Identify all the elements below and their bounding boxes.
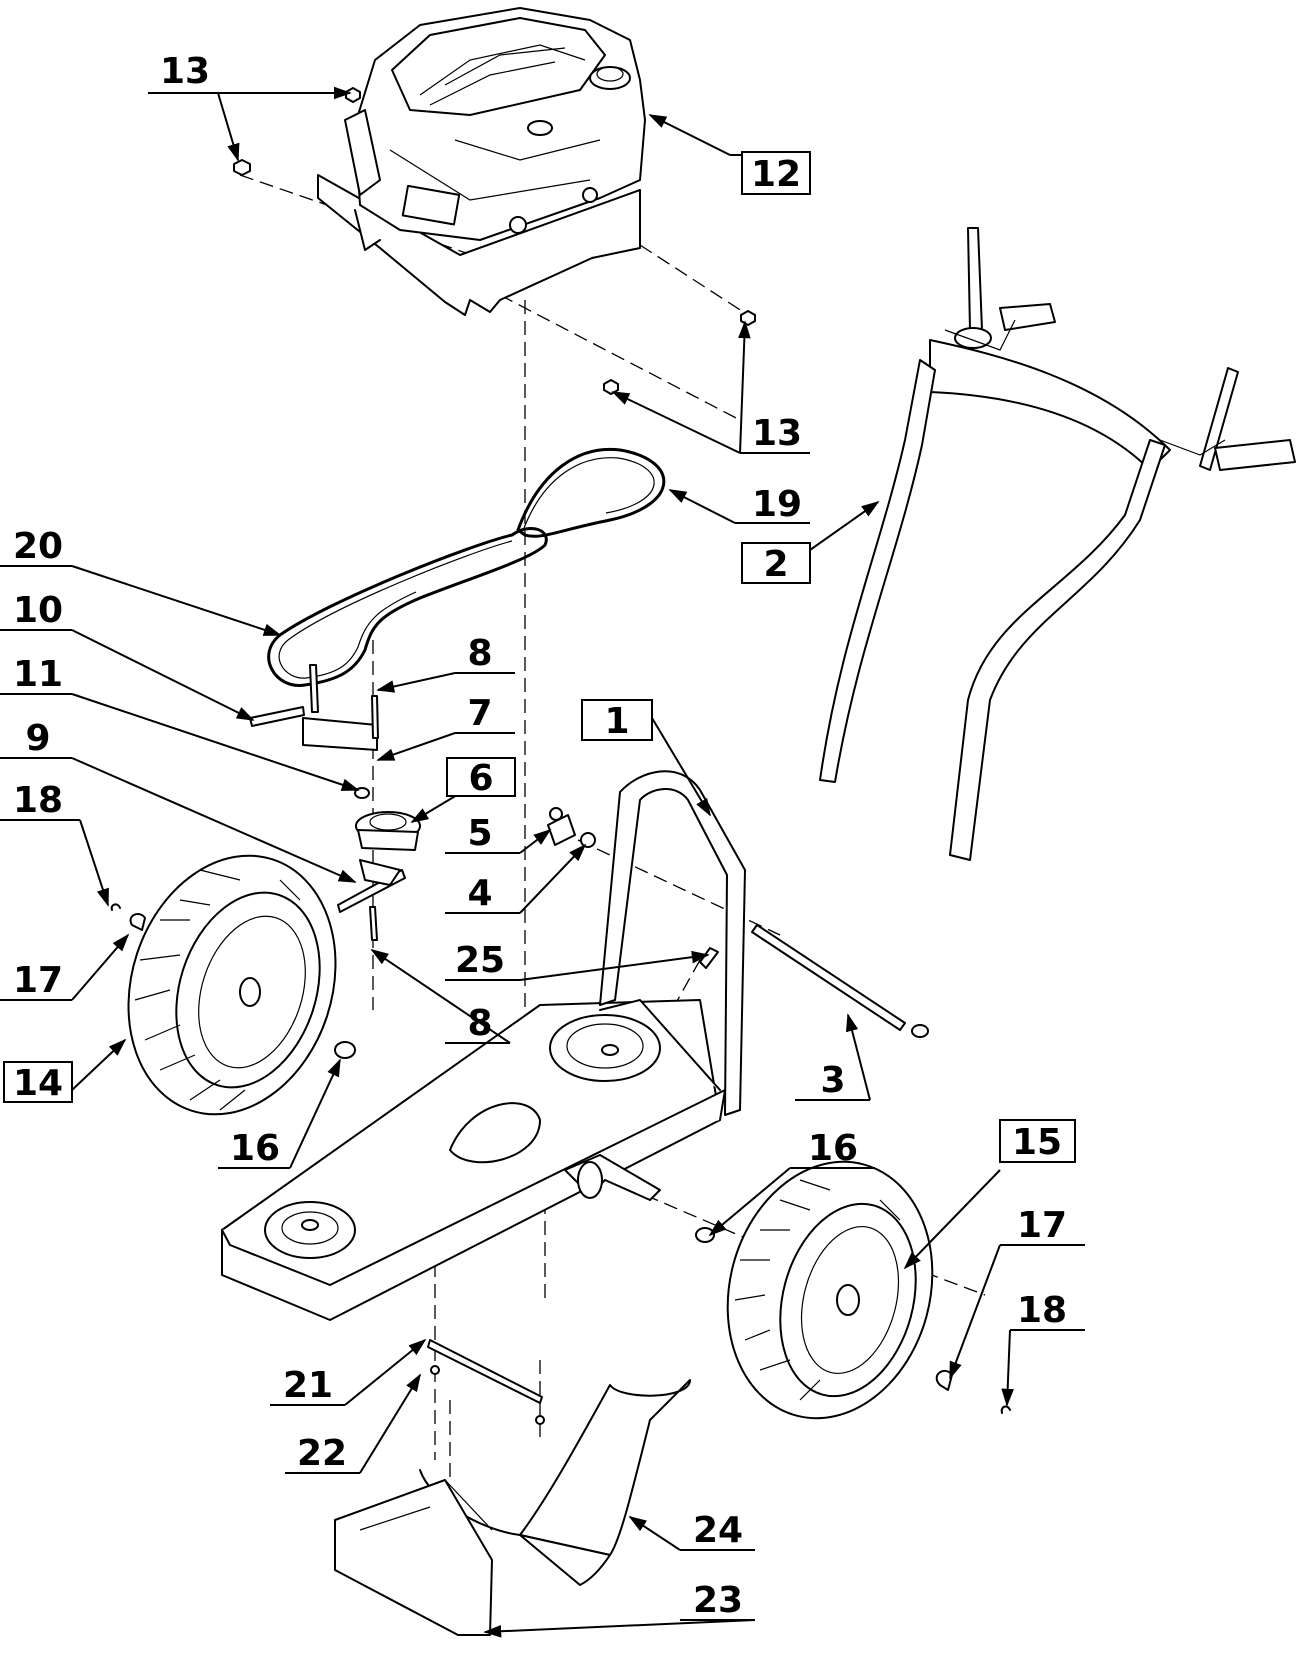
label-21: 21 — [270, 1365, 345, 1406]
label-24: 24 — [680, 1510, 755, 1551]
label-9: 9 — [0, 718, 72, 759]
drive-belts — [267, 447, 666, 687]
label-23: 23 — [680, 1580, 755, 1621]
part-labels: 13 12 13 19 2 20 10 8 — [0, 51, 1085, 1621]
wheel-left-14 — [127, 854, 356, 1116]
label-text: 1 — [604, 701, 629, 742]
label-text: 9 — [25, 718, 50, 759]
label-text: 24 — [693, 1510, 743, 1551]
label-text: 15 — [1012, 1122, 1062, 1163]
label-text: 7 — [467, 693, 492, 734]
label-13-right: 13 — [740, 413, 810, 454]
label-22: 22 — [285, 1433, 360, 1474]
label-18-right: 18 — [1010, 1290, 1085, 1331]
label-text: 10 — [13, 590, 63, 631]
label-25: 25 — [445, 940, 520, 981]
label-text: 2 — [763, 544, 788, 585]
label-text: 16 — [230, 1128, 280, 1169]
label-text: 8 — [467, 633, 492, 674]
label-text: 25 — [455, 940, 505, 981]
label-text: 4 — [467, 873, 492, 914]
label-16-right: 16 — [790, 1128, 875, 1169]
label-4: 4 — [445, 873, 520, 914]
label-15: 15 — [999, 1119, 1076, 1163]
label-text: 22 — [297, 1433, 347, 1474]
label-text: 5 — [467, 813, 492, 854]
label-text: 14 — [13, 1063, 63, 1104]
label-10: 10 — [0, 590, 72, 631]
label-text: 21 — [283, 1365, 333, 1406]
label-1: 1 — [581, 699, 653, 742]
label-8-top: 8 — [455, 633, 515, 674]
label-8-bottom: 8 — [445, 1003, 510, 1044]
label-text: 17 — [13, 960, 63, 1001]
label-16-left: 16 — [218, 1128, 290, 1169]
label-17-right: 17 — [1000, 1205, 1085, 1246]
engine-assembly — [317, 7, 646, 316]
label-3: 3 — [795, 1060, 870, 1101]
label-text: 16 — [808, 1128, 858, 1169]
label-text: 13 — [752, 413, 802, 454]
label-text: 20 — [13, 526, 63, 567]
label-text: 11 — [13, 654, 63, 695]
label-18-left: 18 — [0, 780, 80, 821]
label-text: 6 — [468, 758, 493, 799]
small-parts — [249, 664, 719, 969]
guard-parts — [334, 1339, 691, 1636]
label-5: 5 — [445, 813, 520, 854]
label-text: 8 — [467, 1003, 492, 1044]
label-text: 12 — [751, 154, 801, 195]
label-text: 18 — [13, 780, 63, 821]
chassis-frame — [221, 770, 746, 1321]
label-text: 23 — [693, 1580, 743, 1621]
label-text: 18 — [1017, 1290, 1067, 1331]
label-12: 12 — [730, 151, 811, 195]
label-6: 6 — [446, 757, 516, 799]
label-7: 7 — [455, 693, 515, 734]
wheel-right-15 — [695, 1160, 934, 1420]
label-20: 20 — [0, 526, 72, 567]
label-text: 13 — [160, 51, 210, 92]
label-14: 14 — [3, 1061, 73, 1104]
label-2: 2 — [741, 542, 811, 585]
label-text: 3 — [820, 1060, 845, 1101]
shaft-3 — [751, 924, 929, 1038]
leader-lines — [71, 86, 1014, 1638]
label-11: 11 — [0, 654, 72, 695]
label-19: 19 — [735, 484, 810, 525]
label-text: 17 — [1017, 1205, 1067, 1246]
label-13-top: 13 — [148, 51, 218, 94]
label-17-left: 17 — [0, 960, 72, 1001]
label-text: 19 — [752, 484, 802, 525]
handlebar-assembly — [819, 227, 1296, 861]
